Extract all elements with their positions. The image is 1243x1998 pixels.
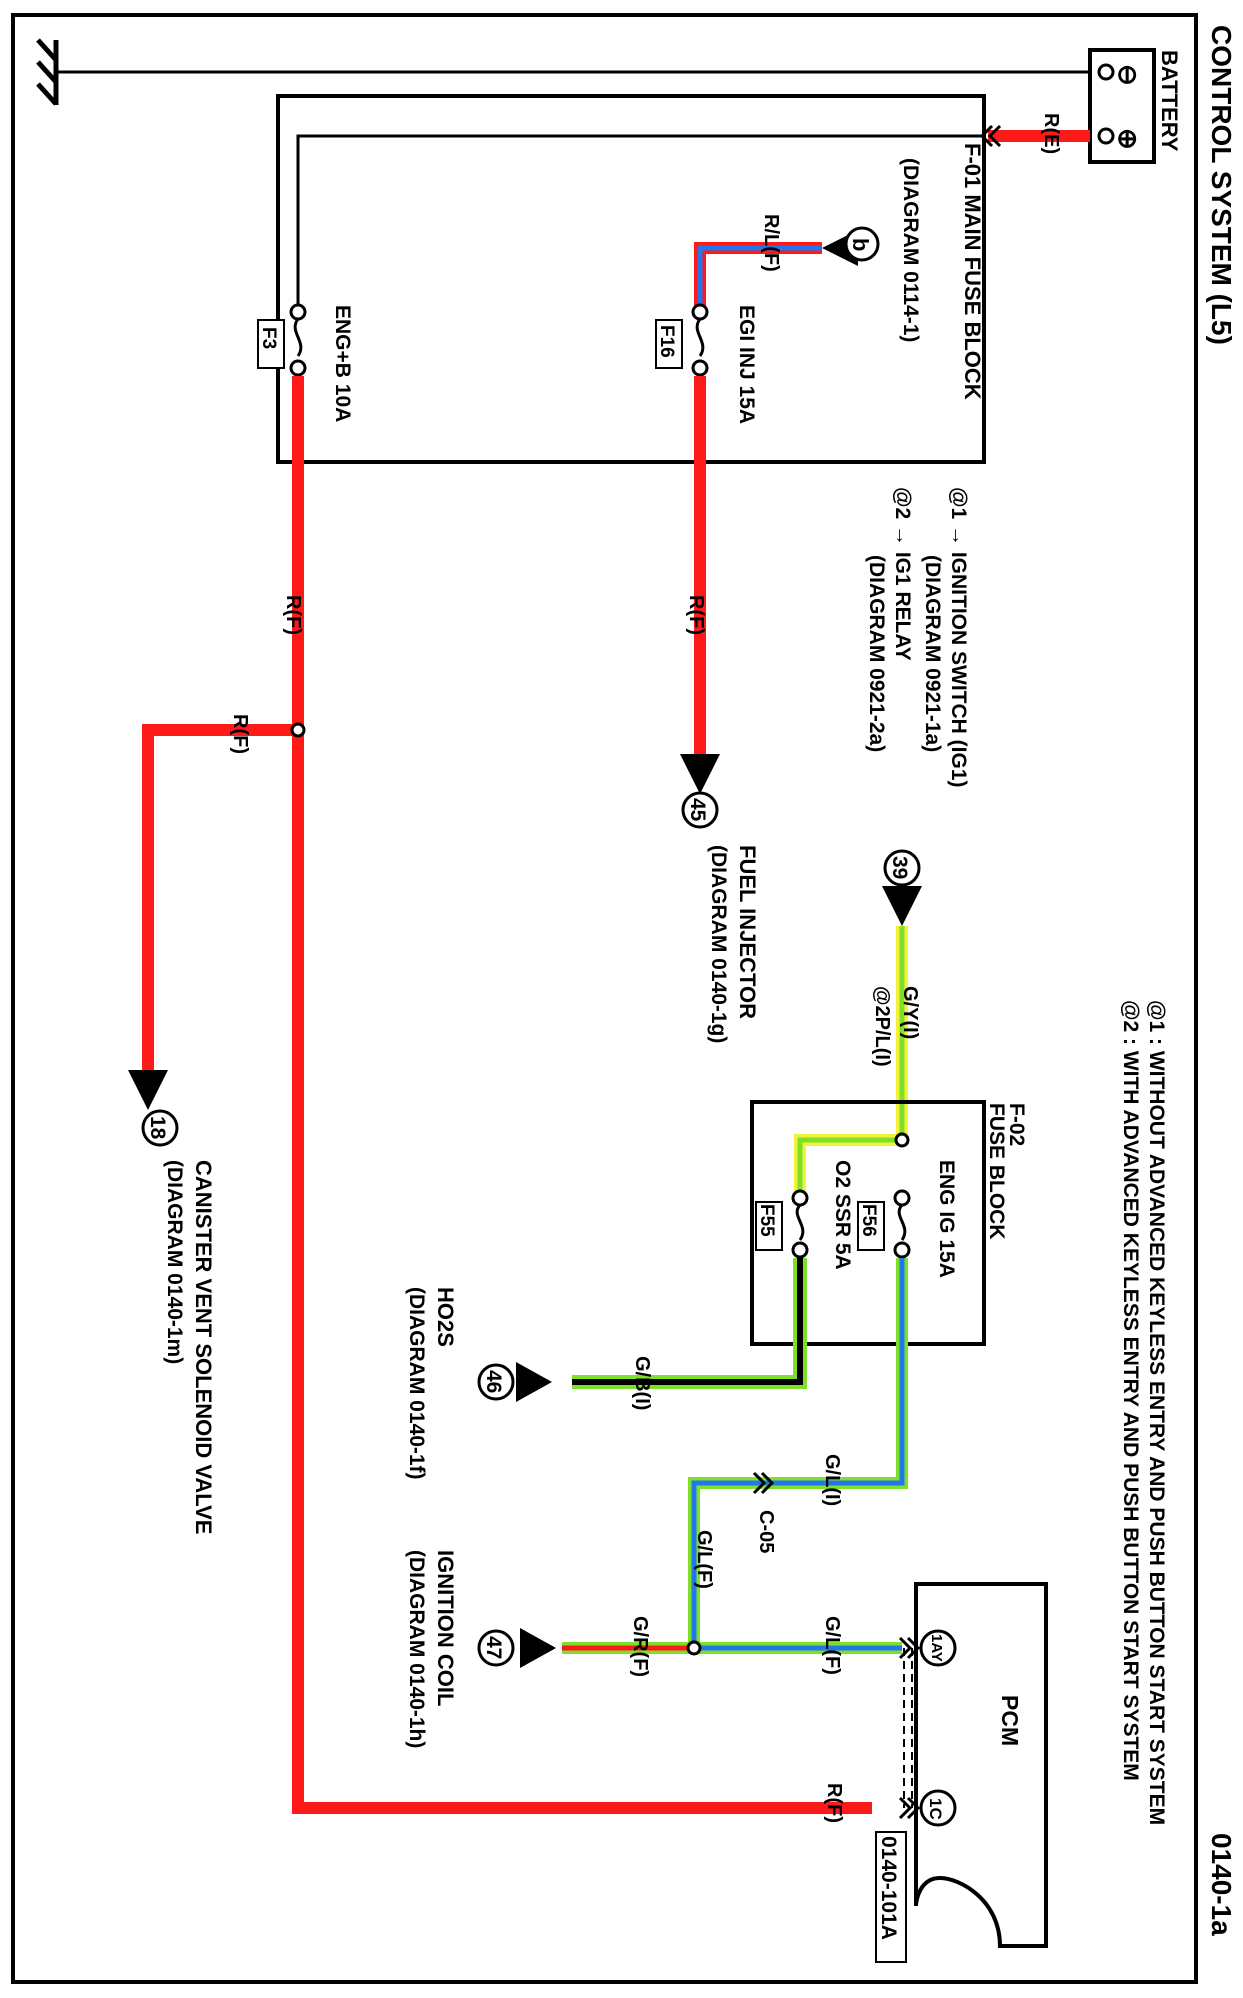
wire-glf-label-2: G/L(F) (821, 1616, 843, 1675)
connector-47 (477, 1629, 515, 1667)
wire-glf-label-1: G/L(F) (693, 1530, 715, 1589)
wire-gb (572, 1258, 807, 1389)
main-fuse-block-name: F-01 MAIN FUSE BLOCK (960, 143, 985, 400)
arrow-icon (516, 1362, 552, 1402)
canister-label: CANISTER VENT SOLENOID VALVE (191, 1160, 216, 1534)
connector-chevron-icon (898, 1636, 921, 1820)
svg-text:46: 46 (482, 1370, 505, 1393)
wire-rf-label-2: R(F) (282, 595, 304, 635)
ign-coil-label: IGNITION COIL (433, 1550, 458, 1706)
wire-internal-b (296, 134, 982, 310)
wire-gli-label: G/L(I) (821, 1454, 843, 1506)
fuel-injector-label: FUEL INJECTOR (735, 845, 760, 1019)
fuse-o2-id: F55 (756, 1204, 777, 1237)
battery: ⊖ ⊕ (1088, 48, 1156, 164)
page-title: CONTROL SYSTEM (L5) (1206, 25, 1237, 345)
connector-39 (883, 849, 921, 887)
ground-icon (36, 38, 59, 106)
arrow-icon (680, 754, 720, 794)
battery-label: BATTERY (1157, 50, 1182, 152)
fuel-injector-ref: (DIAGRAM 0140-1g) (707, 845, 730, 1043)
fuse-block-2 (750, 1100, 986, 1346)
ignition-line2: (DIAGRAM 0921-1a) (921, 555, 944, 752)
wire-rf-label-pcm: R(F) (823, 1783, 845, 1823)
svg-text:45: 45 (686, 798, 709, 822)
ho2s-label: HO2S (433, 1287, 458, 1347)
wire-rf-pcm (292, 376, 872, 1814)
svg-text:1AY: 1AY (928, 1634, 945, 1662)
ignition-line3: @2 → IG1 RELAY (891, 487, 914, 661)
svg-text:47: 47 (482, 1636, 505, 1659)
wire-gb-label: G/B(I) (631, 1356, 653, 1410)
connector-c05-label: C-05 (755, 1510, 777, 1553)
wire-rf-canister (142, 724, 298, 1078)
ho2s-ref: (DIAGRAM 0140-1f) (405, 1287, 428, 1480)
fuse-eng-ig (893, 1189, 911, 1259)
wire-gr-label: G/R(F) (629, 1616, 651, 1677)
pcm-label: PCM (997, 1695, 1023, 1746)
ign-coil-ref: (DIAGRAM 0140-1h) (405, 1550, 428, 1748)
connector-46 (477, 1363, 515, 1401)
fuse-eng-id: F3 (258, 327, 279, 349)
arrow-icon (128, 1070, 168, 1110)
svg-text:b: b (848, 238, 873, 251)
wire-p2pl-label: @2P/L(I) (871, 986, 893, 1067)
page-code: 0140-1a (1206, 1833, 1237, 1936)
battery-minus-icon: ⊖ (1113, 64, 1143, 86)
note-2: @2 : WITH ADVANCED KEYLESS ENTRY AND PUS… (1119, 1000, 1142, 1781)
wire-re-label: R(E) (1040, 113, 1062, 154)
fuse-block-2-name1: F-02 (1005, 1103, 1028, 1146)
svg-text:18: 18 (146, 1116, 169, 1140)
pcm-outline (914, 1582, 1048, 1948)
pcm-pin-1ay[interactable] (919, 1629, 957, 1667)
wire-rlf-label: R/L(F) (760, 214, 782, 272)
canister-ref: (DIAGRAM 0140-1m) (163, 1160, 186, 1364)
connector-45 (681, 791, 719, 829)
fuse-egi-label: EGI INJ 15A (735, 305, 758, 424)
fuse-o2-label: O2 SSR 5A (831, 1160, 854, 1270)
fuse-o2-ssr (791, 1189, 809, 1259)
main-fuse-block-ref: (DIAGRAM 0114-1) (899, 158, 922, 342)
page-frame (11, 13, 1198, 1984)
note-1: @1 : WITHOUT ADVANCED KEYLESS ENTRY AND … (1145, 1000, 1168, 1825)
wire-rf-label-3: R(F) (229, 714, 251, 754)
connector-chevron-icon (752, 1471, 775, 1495)
fuse-block-2-name2: FUSE BLOCK (985, 1103, 1008, 1240)
arrow-icon (520, 1628, 556, 1668)
wire-rf-label-1: R(F) (685, 595, 707, 635)
fuse-eng-ig-id: F56 (858, 1204, 879, 1237)
fuse-eng-b (289, 303, 307, 377)
ignition-line1: @1 → IGNITION SWITCH (IG1) (947, 487, 970, 787)
svg-text:1C: 1C (926, 1798, 945, 1820)
pcm-pin-1c[interactable] (919, 1789, 957, 1827)
battery-plus-icon: ⊕ (1113, 128, 1143, 150)
fuse-egi-id: F16 (656, 325, 677, 358)
pcm-connector-code: 0140-101A (877, 1836, 900, 1940)
wire-gy-label: G/Y(I) (899, 986, 921, 1039)
connector-18 (141, 1109, 179, 1147)
main-fuse-block (276, 94, 986, 464)
ignition-line4: (DIAGRAM 0921-2a) (865, 555, 888, 752)
fuse-eng-label: ENG+B 10A (331, 305, 354, 422)
fuse-egi-inj (691, 303, 709, 377)
fuse-eng-ig-label: ENG IG 15A (935, 1160, 958, 1278)
arrow-icon (882, 886, 922, 926)
node-b: b (822, 226, 880, 266)
svg-text:39: 39 (888, 856, 911, 879)
